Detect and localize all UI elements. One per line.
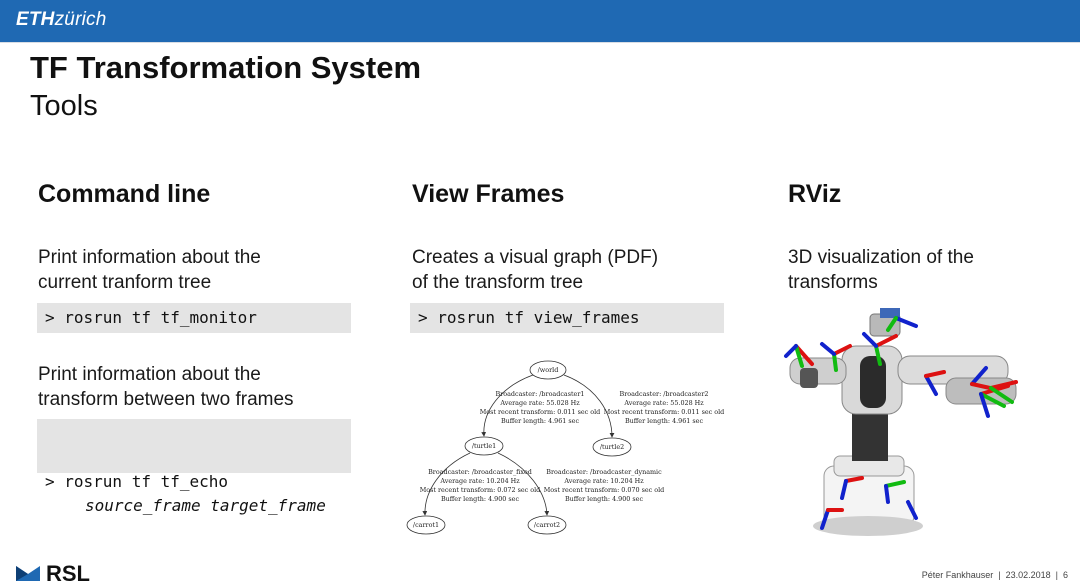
code-view-frames: > rosrun tf view_frames (410, 303, 724, 333)
svg-text:Broadcaster: /broadcaster2: Broadcaster: /broadcaster2 (620, 390, 709, 398)
svg-text:Broadcaster: /broadcaster_dyna: Broadcaster: /broadcaster_dynamic (546, 468, 662, 476)
node-turtle1 (464, 436, 504, 456)
svg-text:Buffer length: 4.961 sec: Buffer length: 4.961 sec (625, 417, 704, 425)
svg-text:Most recent transform: 0.070 s: Most recent transform: 0.070 sec old (544, 486, 665, 494)
code-tf-monitor: > rosrun tf tf_monitor (37, 303, 351, 333)
node-turtle1-label: /turtle1 (472, 442, 496, 450)
edge-label-broadcaster2: Broadcaster: /broadcaster2 Average rate:… (604, 390, 725, 425)
edge-label-broadcaster1: Broadcaster: /broadcaster1 Average rate:… (480, 390, 601, 425)
svg-text:Broadcaster: /broadcaster_fixe: Broadcaster: /broadcaster_fixed (428, 468, 532, 476)
rviz-robot-illustration (784, 308, 1018, 536)
node-turtle2-label: /turtle2 (600, 443, 624, 451)
node-carrot1 (406, 515, 446, 535)
svg-text:Most recent transform: 0.072 s: Most recent transform: 0.072 sec old (420, 486, 541, 494)
edge-label-broadcaster-fixed: Broadcaster: /broadcaster_fixed Average … (420, 468, 541, 503)
view-frames-desc: Creates a visual graph (PDF)of the trans… (412, 247, 659, 293)
node-world (529, 360, 567, 380)
svg-text:Buffer length: 4.961 sec: Buffer length: 4.961 sec (501, 417, 580, 425)
edge-label-broadcaster-dynamic: Broadcaster: /broadcaster_dynamic Averag… (544, 468, 665, 503)
slide-subtitle: Tools (30, 90, 98, 122)
edge-turtle1-carrot1 (422, 452, 471, 516)
node-turtle2 (592, 437, 632, 457)
node-carrot1-label: /carrot1 (413, 521, 439, 529)
heading-command-line: Command line (38, 180, 211, 208)
svg-text:RSL: RSL (46, 562, 90, 581)
edge-turtle1-carrot2 (497, 452, 550, 516)
svg-text:Most recent transform: 0.011 s: Most recent transform: 0.011 sec old (604, 408, 725, 416)
svg-text:Average rate: 10.204 Hz: Average rate: 10.204 Hz (563, 477, 644, 485)
node-carrot2-label: /carrot2 (534, 521, 560, 529)
svg-text:Buffer length: 4.900 sec: Buffer length: 4.900 sec (441, 495, 520, 503)
edge-world-turtle2 (563, 374, 615, 438)
slide-title: TF Transformation System (30, 50, 422, 85)
svg-text:Buffer length: 4.900 sec: Buffer length: 4.900 sec (565, 495, 644, 503)
node-world-label: /world (538, 366, 559, 374)
svg-text:Average rate: 55.028 Hz: Average rate: 55.028 Hz (499, 399, 580, 407)
eth-logo: ETHzürich (16, 9, 107, 30)
edge-world-turtle1 (481, 374, 534, 437)
transform-tree-graph: /world /turtle1 /turtle2 /carrot1 /carro… (406, 360, 725, 535)
svg-text:Most recent transform: 0.011 s: Most recent transform: 0.011 sec old (480, 408, 601, 416)
svg-text:Broadcaster: /broadcaster1: Broadcaster: /broadcaster1 (496, 390, 585, 398)
node-carrot2 (527, 515, 567, 535)
top-banner: ETHzürich (0, 0, 1080, 42)
footer-info: Péter Fankhauser | 23.02.2018 | 6 (921, 570, 1068, 580)
banner-divider (0, 42, 1080, 43)
svg-text:Average rate: 55.028 Hz: Average rate: 55.028 Hz (623, 399, 704, 407)
heading-rviz: RViz (788, 180, 842, 208)
svg-text:Average rate: 10.204 Hz: Average rate: 10.204 Hz (439, 477, 520, 485)
rsl-logo: RSL (16, 562, 90, 581)
heading-view-frames: View Frames (412, 180, 565, 208)
